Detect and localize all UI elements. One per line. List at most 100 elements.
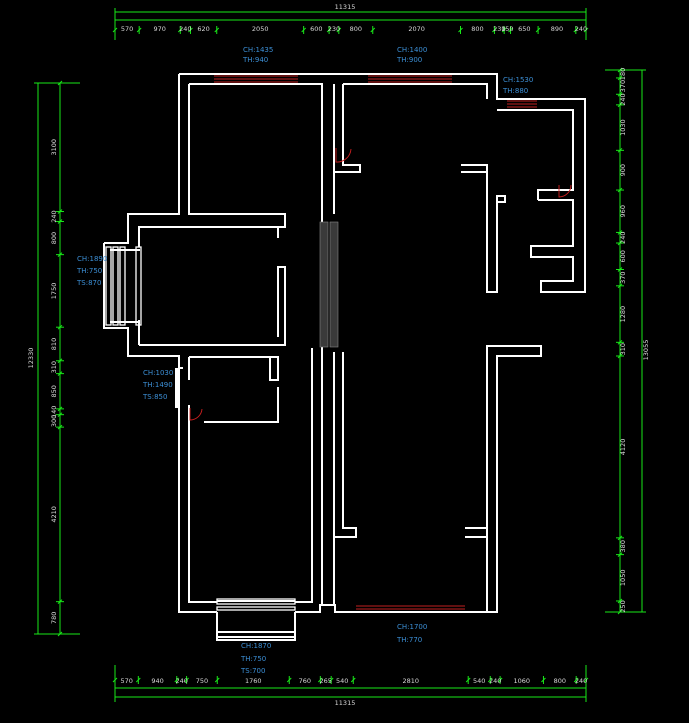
label-left-small-th: TH:1490 bbox=[142, 381, 173, 389]
right-dim-segment-label: 1030 bbox=[619, 119, 627, 136]
top-dim-tick-slash bbox=[326, 27, 332, 33]
right-dim-segment-label: 370 bbox=[619, 271, 627, 283]
bottom-dim-tick-slash bbox=[583, 677, 589, 683]
right-dim-segment-label: 310 bbox=[619, 343, 627, 355]
right-dim-segment-label: 960 bbox=[619, 205, 627, 217]
left-dim-tick-slash bbox=[57, 631, 63, 637]
label-top-right-ch: CH:1530 bbox=[503, 76, 533, 84]
top-dim-tick-slash bbox=[573, 27, 579, 33]
top-total-dim: 11315 bbox=[335, 3, 356, 11]
right-dim-tick-slash bbox=[617, 240, 623, 246]
label-bottom-bay-th: TH:750 bbox=[240, 655, 266, 663]
right-dim-tick-slash bbox=[617, 339, 623, 345]
left-dim-tick-slash bbox=[57, 252, 63, 257]
right-dim-tick-slash bbox=[617, 187, 623, 193]
top-dim-tick-slash bbox=[501, 27, 507, 33]
label-left-bay-th: TH:750 bbox=[76, 267, 102, 275]
label-bottom-right-th: TH:770 bbox=[396, 636, 422, 644]
left-small-window bbox=[175, 368, 180, 408]
right-total-dim: 13055 bbox=[642, 340, 650, 361]
right-dim-segment-label: 240 bbox=[619, 93, 627, 105]
top-dim-tick-slash bbox=[214, 27, 220, 33]
label-left-small-ts: TS:850 bbox=[142, 393, 167, 401]
bottom-dim-tick-slash bbox=[135, 677, 141, 683]
left-dim-segment-label: 810 bbox=[50, 338, 58, 350]
right-dim-tick-slash bbox=[617, 267, 623, 272]
left-dim-segment-label: 3100 bbox=[50, 139, 58, 156]
bottom-dim-tick-slash bbox=[184, 677, 189, 683]
left-total-dim: 12330 bbox=[27, 348, 35, 369]
right-dim-segment-label: 180 bbox=[619, 68, 627, 80]
top-dim-segment-label: 570 bbox=[121, 25, 133, 33]
right-dim-segment-label: 380 bbox=[619, 540, 627, 552]
bottom-total-dim: 11315 bbox=[335, 699, 356, 707]
bottom-dim-tick-slash bbox=[573, 677, 579, 683]
label-left-small-ch: CH:1030 bbox=[143, 369, 173, 377]
label-bottom-bay-ts: TS:700 bbox=[240, 667, 265, 675]
right-dim-tick-slash bbox=[617, 75, 623, 81]
label-top-right-th: TH:880 bbox=[502, 87, 528, 95]
left-dim-tick-slash bbox=[57, 412, 63, 418]
bottom-dim-segment-label: 1760 bbox=[245, 677, 262, 685]
right-dimension-chain: 13055 1803702401030900960240600370128031… bbox=[605, 67, 650, 615]
top-dim-tick-slash bbox=[177, 27, 183, 33]
bottom-dim-segment-label: 540 bbox=[473, 677, 485, 685]
right-dim-segment-label: 1050 bbox=[619, 570, 627, 587]
top-dim-tick-slash bbox=[535, 27, 541, 33]
right-dim-tick-slash bbox=[617, 102, 623, 108]
top-dim-tick-slash bbox=[136, 27, 142, 33]
left-dim-segment-label: 850 bbox=[50, 385, 58, 397]
door-swings bbox=[189, 148, 572, 421]
bottom-dim-segment-label: 240 bbox=[175, 677, 187, 685]
top-dim-tick-slash bbox=[112, 27, 118, 33]
left-dim-tick-slash bbox=[57, 209, 63, 214]
bottom-dim-segment-label: 265 bbox=[320, 677, 332, 685]
bottom-dim-segment-label: 240 bbox=[575, 677, 587, 685]
label-top-left-ch: CH:1435 bbox=[243, 46, 273, 54]
bottom-dim-tick-slash bbox=[286, 677, 292, 683]
right-dim-segment-label: 370 bbox=[619, 80, 627, 92]
right-dim-segment-label: 900 bbox=[619, 164, 627, 176]
right-dim-tick-slash bbox=[617, 230, 623, 235]
bottom-dim-tick-slash bbox=[317, 677, 323, 683]
top-dim-segment-label: 240 bbox=[575, 25, 587, 33]
left-dim-segment-label: 300 bbox=[50, 415, 58, 427]
label-left-bay-ts: TS:870 bbox=[76, 279, 101, 287]
bottom-dim-tick-slash bbox=[328, 677, 334, 683]
left-dim-segment-label: 780 bbox=[50, 612, 58, 624]
top-dim-tick-slash bbox=[583, 27, 589, 33]
top-dim-segment-label: 230 bbox=[493, 25, 505, 33]
right-dim-tick-slash bbox=[617, 552, 623, 557]
bottom-dim-tick-slash bbox=[214, 677, 220, 683]
label-top-mid-ch: CH:1400 bbox=[397, 46, 427, 54]
bottom-dim-segment-label: 2810 bbox=[402, 677, 419, 685]
bottom-dim-segment-label: 760 bbox=[299, 677, 311, 685]
bottom-dim-tick-slash bbox=[112, 677, 118, 683]
label-top-mid-th: TH:900 bbox=[396, 56, 422, 64]
label-bottom-bay-ch: CH:1870 bbox=[241, 642, 271, 650]
left-dim-segment-label: 4210 bbox=[50, 506, 58, 523]
top-dim-segment-label: 150 bbox=[501, 25, 513, 33]
window-annotations: CH:1435 TH:940 CH:1400 TH:900 CH:1530 TH… bbox=[76, 46, 533, 675]
left-dim-tick-slash bbox=[57, 324, 63, 330]
bottom-dim-tick-slash bbox=[174, 677, 180, 683]
left-dim-tick-slash bbox=[57, 80, 63, 86]
label-left-bay-ch: CH:1890 bbox=[77, 255, 107, 263]
right-dim-segment-label: 600 bbox=[619, 250, 627, 262]
top-dim-segment-label: 800 bbox=[350, 25, 362, 33]
top-dim-tick-slash bbox=[188, 27, 193, 33]
bottom-dim-tick-slash bbox=[541, 677, 546, 683]
right-dim-tick-slash bbox=[617, 67, 623, 73]
top-dim-tick-slash bbox=[508, 27, 513, 33]
bottom-dim-segment-label: 750 bbox=[196, 677, 208, 685]
walls bbox=[103, 73, 586, 613]
top-dim-segment-label: 970 bbox=[154, 25, 166, 33]
left-dim-tick-slash bbox=[57, 599, 63, 605]
top-dim-segment-label: 800 bbox=[471, 25, 483, 33]
